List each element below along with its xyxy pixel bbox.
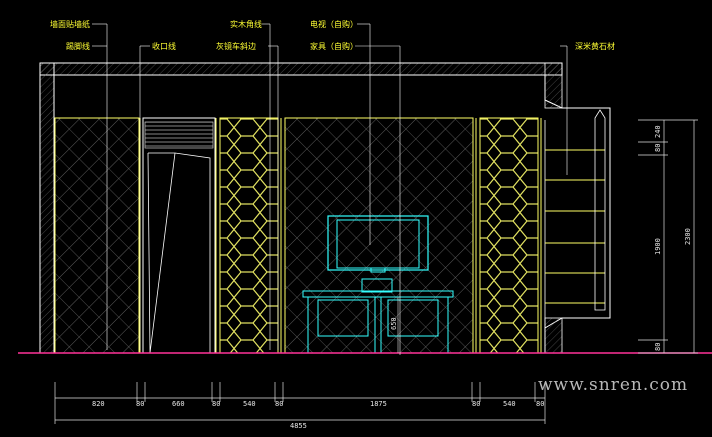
left-hex-panel (219, 117, 279, 354)
label-trim-line: 收口线 (152, 41, 176, 51)
dim-80-a: 80 (136, 400, 144, 408)
left-wallpaper-panel (54, 117, 140, 354)
label-stone: 深米黄石材 (575, 41, 615, 51)
door-opening (142, 117, 216, 354)
dim-right-total: 2300 (684, 228, 692, 245)
tv-cabinet (302, 278, 454, 353)
bottom-dimension-lines (54, 382, 546, 424)
leader-lines (92, 23, 568, 355)
dim-right-bottom: 80 (654, 343, 662, 351)
dim-right-middle: 1900 (654, 238, 662, 255)
dim-right-top2: 80 (654, 144, 662, 152)
dim-total: 4855 (290, 422, 307, 430)
dim-80-e: 80 (536, 400, 544, 408)
watermark: www.snren.com (538, 375, 688, 395)
dim-1875: 1875 (370, 400, 387, 408)
right-dimensions: 240 80 1900 80 2300 (654, 125, 692, 351)
tv-wall-panel (284, 117, 474, 354)
right-hex-panel (479, 117, 539, 354)
outer-wall (39, 62, 611, 354)
dim-660: 660 (172, 400, 185, 408)
dim-center: 650 (390, 317, 398, 330)
bottom-dimensions: 820 80 660 80 540 80 1875 80 540 80 4855 (92, 400, 544, 430)
dim-540-b: 540 (503, 400, 516, 408)
dim-80-b: 80 (212, 400, 220, 408)
label-wall-paper: 墙面贴墙纸 (50, 19, 90, 29)
dim-right-top: 240 (654, 125, 662, 138)
tv-set (327, 215, 429, 273)
dim-80-d: 80 (472, 400, 480, 408)
dim-80-c: 80 (275, 400, 283, 408)
dim-820: 820 (92, 400, 105, 408)
dim-540-a: 540 (243, 400, 256, 408)
label-cabinet: 家具（自购） (310, 41, 358, 51)
label-tv: 电视（自购） (310, 19, 358, 29)
right-dimension-lines (638, 119, 698, 354)
label-strip-light: 实木角线 (230, 19, 262, 29)
stone-shelf (544, 109, 606, 353)
label-skirting: 踢脚线 (66, 41, 90, 51)
label-mirror-edge: 灰镜车斜边 (216, 41, 256, 51)
